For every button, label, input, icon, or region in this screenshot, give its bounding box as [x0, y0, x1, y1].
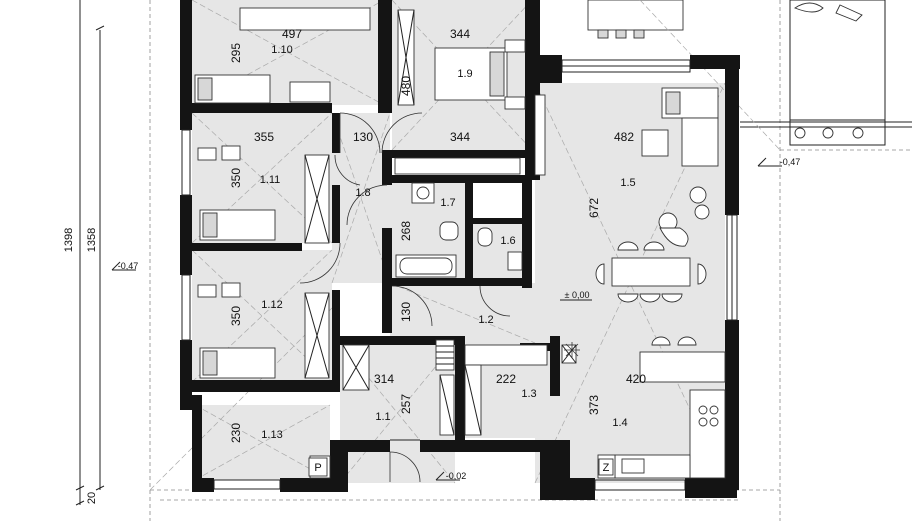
- dimension-lines: [75, 0, 782, 506]
- fridge-marker: Z: [603, 462, 610, 474]
- dim-344-mid: 344: [450, 130, 470, 144]
- room-1-8: 1.8: [355, 187, 370, 199]
- level-labels: -0,47 -0,47 ± 0,00 -0,02: [118, 157, 801, 481]
- dim-295: 295: [229, 43, 243, 63]
- room-1-1: 1.1: [375, 411, 390, 423]
- room-1-3: 1.3: [521, 388, 536, 400]
- level-right: -0,47: [780, 157, 801, 167]
- dim-350-lower: 350: [229, 306, 243, 326]
- dim-344-top: 344: [450, 27, 470, 41]
- dim-497: 497: [282, 27, 302, 41]
- room-1-10: 1.10: [271, 44, 292, 56]
- room-1-12: 1.12: [261, 299, 282, 311]
- dim-130-top: 130: [353, 130, 373, 144]
- dim-355: 355: [254, 130, 274, 144]
- level-left: -0,47: [118, 261, 139, 271]
- dim-314: 314: [374, 372, 394, 386]
- room-labels: 1.10 1.9 1.11 1.8 1.7 1.6 1.5 1.12 1.2 1…: [260, 44, 636, 441]
- furniture: [194, 7, 726, 479]
- dim-350-upper: 350: [229, 168, 243, 188]
- dim-480: 480: [399, 76, 413, 96]
- dim-total-1358: 1358: [86, 228, 98, 252]
- level-center: ± 0,00: [565, 290, 590, 300]
- doors: [299, 112, 511, 483]
- terrace: [587, 0, 912, 146]
- dim-268: 268: [399, 221, 413, 241]
- room-1-7: 1.7: [440, 197, 455, 209]
- dim-130-mid: 130: [399, 302, 413, 322]
- dim-total-20: 20: [86, 492, 98, 504]
- dim-257: 257: [399, 394, 413, 414]
- dim-373: 373: [587, 395, 601, 415]
- parking-marker: P: [314, 462, 321, 474]
- level-entry: -0,02: [446, 471, 467, 481]
- room-1-9: 1.9: [457, 68, 472, 80]
- room-1-4: 1.4: [612, 417, 627, 429]
- room-1-5: 1.5: [620, 177, 635, 189]
- room-1-2: 1.2: [478, 314, 493, 326]
- dim-222: 222: [496, 372, 516, 386]
- dim-482: 482: [614, 130, 634, 144]
- dimension-labels: 497 295 344 480 355 130 344 482 350 268 …: [63, 27, 646, 504]
- room-1-6: 1.6: [500, 235, 515, 247]
- walls: [180, 0, 740, 500]
- room-1-11: 1.11: [260, 174, 281, 186]
- dim-672: 672: [587, 198, 601, 218]
- room-1-13: 1.13: [261, 429, 282, 441]
- markers: P Z: [308, 342, 614, 477]
- dim-420: 420: [626, 372, 646, 386]
- site-lines: [149, 0, 912, 521]
- dim-230: 230: [229, 423, 243, 443]
- dim-total-1398: 1398: [63, 228, 75, 252]
